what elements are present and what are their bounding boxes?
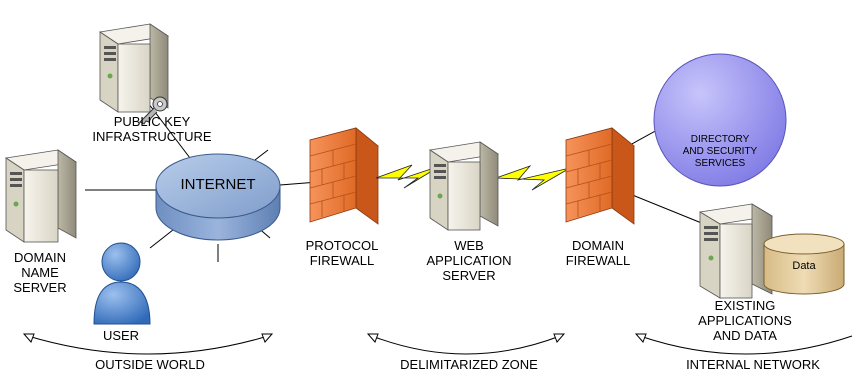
web-server-line-1: WEB [454,238,484,253]
existing-line-3: AND DATA [713,328,777,344]
existing-apps-label: EXISTING APPLICATIONS AND DATA [680,298,810,344]
zone-brackets [27,335,853,355]
protocol-firewall-icon [309,127,379,225]
protocol-firewall-line-2: FIREWALL [309,253,375,269]
arrowhead-icon [553,333,566,343]
web-server-label: WEB APPLICATION SERVER [414,238,524,284]
dns-label-line-1: DOMAIN [14,250,66,265]
web-server-line-3: SERVER [442,268,496,284]
directory-line-1: DIRECTORY [690,134,750,145]
arrowhead-icon [22,333,35,343]
dns-server-icon [4,149,78,243]
directory-services-icon [653,53,787,187]
internal-network-label: INTERNAL NETWORK [686,357,820,372]
domain-firewall-line-2: FIREWALL [565,253,631,269]
internet-stub-1 [254,149,269,161]
pki-server-icon [98,23,170,125]
key-icon [139,96,168,125]
directory-line-3: SERVICES [694,158,746,169]
bracket-arrowheads [22,333,647,343]
data-store-label: Data [792,260,816,272]
outside-world-bracket [27,335,269,355]
dns-label: DOMAIN NAME SERVER [0,250,80,296]
protocol-firewall-line-1: PROTOCOL [305,238,379,253]
existing-apps-server-icon [698,203,774,299]
data-store-icon [763,233,845,295]
arrowhead-icon [634,333,647,343]
pki-label-line-1: PUBLIC KEY [113,114,191,129]
directory-label: DIRECTORY AND SECURITY SERVICES [670,134,770,170]
arrowhead-icon [366,333,379,343]
internet-cylinder-icon [155,153,281,241]
web-server-line-2: APPLICATION [426,253,512,269]
internet-label: INTERNET [180,176,256,193]
internal-network-bracket [639,335,853,355]
user-label: USER [102,328,140,343]
pki-label: PUBLIC KEY INFRASTRUCTURE [92,114,212,144]
dns-label-line-3: SERVER [13,280,67,296]
outside-world-label: OUTSIDE WORLD [95,357,205,372]
directory-line-2: AND SECURITY [682,146,758,157]
domain-firewall-label: DOMAIN FIREWALL [548,238,648,268]
web-server-icon [428,141,500,231]
domain-firewall-icon [565,127,635,225]
domain-firewall-line-1: DOMAIN [572,238,624,253]
pki-label-line-2: INFRASTRUCTURE [92,129,212,145]
existing-line-2: APPLICATIONS [698,313,792,329]
dns-label-line-2: NAME [21,265,59,281]
dmz-bracket [371,335,561,355]
existing-line-1: EXISTING [714,298,776,313]
protocol-firewall-label: PROTOCOL FIREWALL [292,238,392,268]
lightning-link-2-icon [495,165,571,191]
dmz-label: DELIMITARIZED ZONE [400,357,538,372]
user-icon [93,242,151,325]
arrowhead-icon [261,333,274,343]
